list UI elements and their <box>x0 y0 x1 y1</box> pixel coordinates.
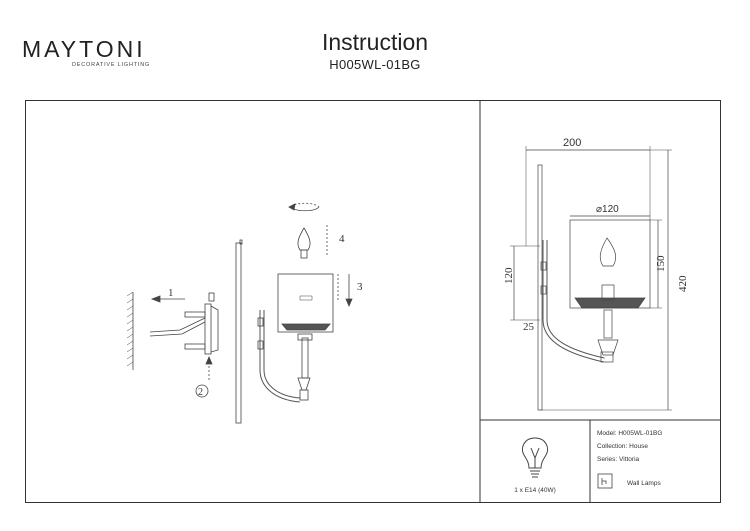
bulb-icon <box>521 437 549 478</box>
wall-lamp-icon <box>597 473 613 489</box>
document-header: Instruction H005WL-01BG <box>262 29 488 72</box>
info-category: Wall Lamps <box>627 480 661 487</box>
brand-tagline: DECORATIVE LIGHTING <box>72 62 151 68</box>
info-collection: Collection: House <box>597 443 648 450</box>
dim-width-label: 200 <box>563 137 581 149</box>
model-code: H005WL-01BG <box>329 57 421 72</box>
step-label-3: 3 <box>357 281 363 293</box>
info-model: Model: H005WL-01BG <box>597 430 662 437</box>
dimension-diagram <box>510 146 672 411</box>
brand-logo: MAYTONI <box>22 36 146 62</box>
step-label-1: 1 <box>168 287 174 299</box>
dim-shade-diameter-label: ⌀120 <box>596 204 619 215</box>
page-title: Instruction <box>321 29 429 55</box>
assembly-diagram <box>126 202 353 424</box>
step-label-4: 4 <box>339 233 345 245</box>
dim-depth-label: 25 <box>523 321 535 333</box>
dim-total-height-label: 420 <box>677 275 689 292</box>
dim-backplate-label: 120 <box>503 267 515 284</box>
drawing-frame <box>25 100 721 503</box>
info-series: Series: Vittoria <box>597 456 640 463</box>
bulb-spec: 1 x E14 (40W) <box>514 487 556 494</box>
step-label-2: 2 <box>198 387 203 398</box>
dim-shade-height-label: 150 <box>655 255 667 272</box>
